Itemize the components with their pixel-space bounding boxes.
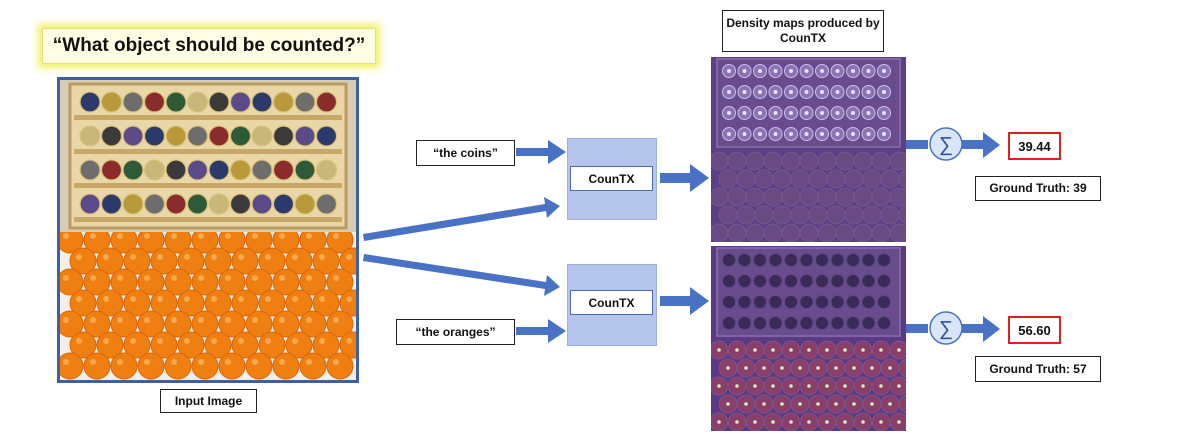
countx-label-top: CounTX <box>570 166 653 191</box>
arrow-image-to-countx-top <box>363 197 560 241</box>
question-banner: “What object should be counted?” <box>42 28 376 64</box>
arrow-prompt-top <box>516 140 566 164</box>
prompt-coins: “the coins” <box>416 140 515 166</box>
density-map-oranges-image <box>711 246 906 431</box>
density-map-coins-image <box>711 57 906 242</box>
svg-text:∑: ∑ <box>939 318 953 340</box>
input-image-label: Input Image <box>160 389 257 413</box>
input-image <box>57 77 359 383</box>
svg-text:∑: ∑ <box>939 134 953 156</box>
density-map-oranges <box>711 246 906 431</box>
sum-icon: ∑ <box>929 311 963 345</box>
prediction-oranges: 56.60 <box>1008 316 1061 344</box>
arrow-countx-bottom-out <box>660 287 709 315</box>
density-maps-title: Density maps produced by CounTX <box>722 10 884 52</box>
prediction-coins: 39.44 <box>1008 132 1061 160</box>
arrow-sum-bottom-to-result <box>962 316 1000 342</box>
prompt-oranges: “the oranges” <box>396 319 515 345</box>
arrow-density-top-to-sum <box>905 140 928 149</box>
countx-label-bottom: CounTX <box>570 290 653 315</box>
arrow-density-bottom-to-sum <box>905 324 928 333</box>
oranges-photo <box>60 232 356 380</box>
question-text: “What object should be counted?” <box>52 35 366 56</box>
arrow-image-to-countx-bottom <box>363 254 560 296</box>
arrow-countx-top-out <box>660 164 709 192</box>
arrow-prompt-bottom <box>516 319 566 343</box>
arrow-sum-top-to-result <box>962 132 1000 158</box>
coin-rack-photo <box>60 80 356 232</box>
sum-icon: ∑ <box>929 127 963 161</box>
ground-truth-oranges: Ground Truth: 57 <box>975 356 1101 382</box>
ground-truth-coins: Ground Truth: 39 <box>975 176 1101 201</box>
density-map-coins <box>711 57 906 242</box>
